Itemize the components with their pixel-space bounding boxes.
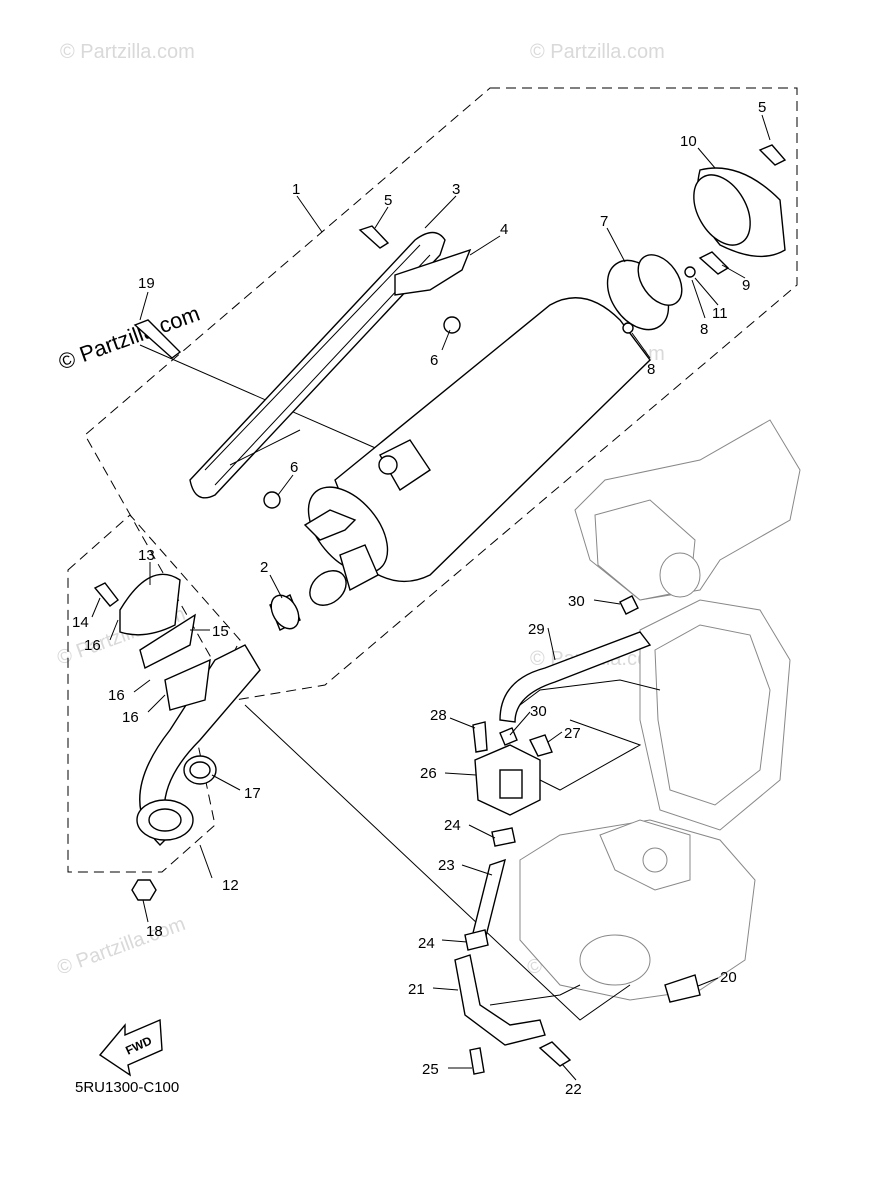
bolt-5 [358, 225, 390, 249]
callout-12: 12 [222, 877, 239, 894]
callout-16: 16 [84, 637, 101, 654]
callout-3: 3 [452, 181, 460, 198]
watermark-main: © Partzilla.com [55, 301, 203, 375]
callout-1: 1 [292, 181, 300, 198]
callout-23: 23 [438, 857, 455, 874]
clip-24 [491, 827, 516, 847]
callout-29: 29 [528, 621, 545, 638]
callout-15: 15 [212, 623, 229, 640]
callout-5: 5 [758, 99, 766, 116]
bolt-14 [93, 582, 119, 607]
protector-13 [119, 573, 181, 636]
callout-16: 16 [108, 687, 125, 704]
callout-4: 4 [500, 221, 508, 238]
callout-10: 10 [680, 133, 697, 150]
tail-cover-assembly [606, 144, 787, 334]
clip-30 [619, 595, 639, 615]
protector-15 [139, 613, 196, 670]
bolt-9 [698, 251, 730, 275]
bolt-27 [529, 734, 553, 757]
callout-6: 6 [430, 352, 438, 369]
callout-17: 17 [244, 785, 261, 802]
callout-26: 26 [420, 765, 437, 782]
pipe-21 [454, 954, 546, 1046]
watermark: © Partzilla.com [60, 41, 195, 63]
fwd-arrow-icon: FWD [98, 1018, 163, 1077]
bracket-16 [164, 658, 211, 711]
exhaust-pipe-group-outline [67, 514, 241, 873]
callout-19: 19 [138, 275, 155, 292]
gasket-20 [664, 974, 701, 1003]
callout-9: 9 [742, 277, 750, 294]
callout-2: 2 [260, 559, 268, 576]
muffler-assembly [133, 225, 651, 631]
diagram-code: 5RU1300-C100 [75, 1079, 179, 1096]
bolt-22 [538, 1041, 572, 1067]
washer-8 [622, 322, 634, 334]
callout-30: 30 [568, 593, 585, 610]
callout-24: 24 [418, 935, 435, 952]
callout-22: 22 [565, 1081, 582, 1098]
callout-leaders [91, 114, 771, 1081]
callout-8: 8 [647, 361, 655, 378]
nut-18 [131, 879, 157, 901]
muffler-protector [189, 231, 446, 499]
cap-28 [472, 721, 488, 753]
grommet-6 [263, 491, 281, 509]
callout-7: 7 [600, 213, 608, 230]
muffler-clamp [309, 570, 347, 606]
callout-8: 8 [700, 321, 708, 338]
callout-6: 6 [290, 459, 298, 476]
callout-labels: 1 2 3 4 5 5 6 6 7 8 8 9 10 11 12 13 14 1… [72, 99, 766, 1098]
hose-29 [499, 631, 652, 723]
callout-11: 11 [712, 305, 728, 322]
callout-27: 27 [564, 725, 581, 742]
callout-13: 13 [138, 547, 155, 564]
muffler-group-outline [84, 87, 798, 701]
exhaust-pipe-assembly [93, 573, 261, 901]
muffler-body [334, 297, 651, 583]
callout-14: 14 [72, 614, 89, 631]
callout-30: 30 [530, 703, 547, 720]
engine-background [519, 419, 801, 1001]
callout-24: 24 [444, 817, 461, 834]
bolt-5 [758, 144, 787, 166]
callout-5: 5 [384, 192, 392, 209]
callout-18: 18 [146, 923, 163, 940]
protector-bracket [394, 248, 472, 296]
bolt-25 [469, 1047, 485, 1075]
watermark: © Partzilla.com [54, 913, 188, 980]
callout-28: 28 [430, 707, 447, 724]
grommet-6 [443, 316, 461, 334]
bolt-19 [133, 319, 182, 359]
callout-20: 20 [720, 969, 737, 986]
clip-24 [464, 929, 489, 951]
watermark: © Partzilla.com [530, 41, 665, 63]
callout-25: 25 [422, 1061, 439, 1078]
callout-21: 21 [408, 981, 425, 998]
air-induction-assembly [454, 595, 701, 1075]
washer-8 [684, 266, 696, 278]
callout-16: 16 [122, 709, 139, 726]
